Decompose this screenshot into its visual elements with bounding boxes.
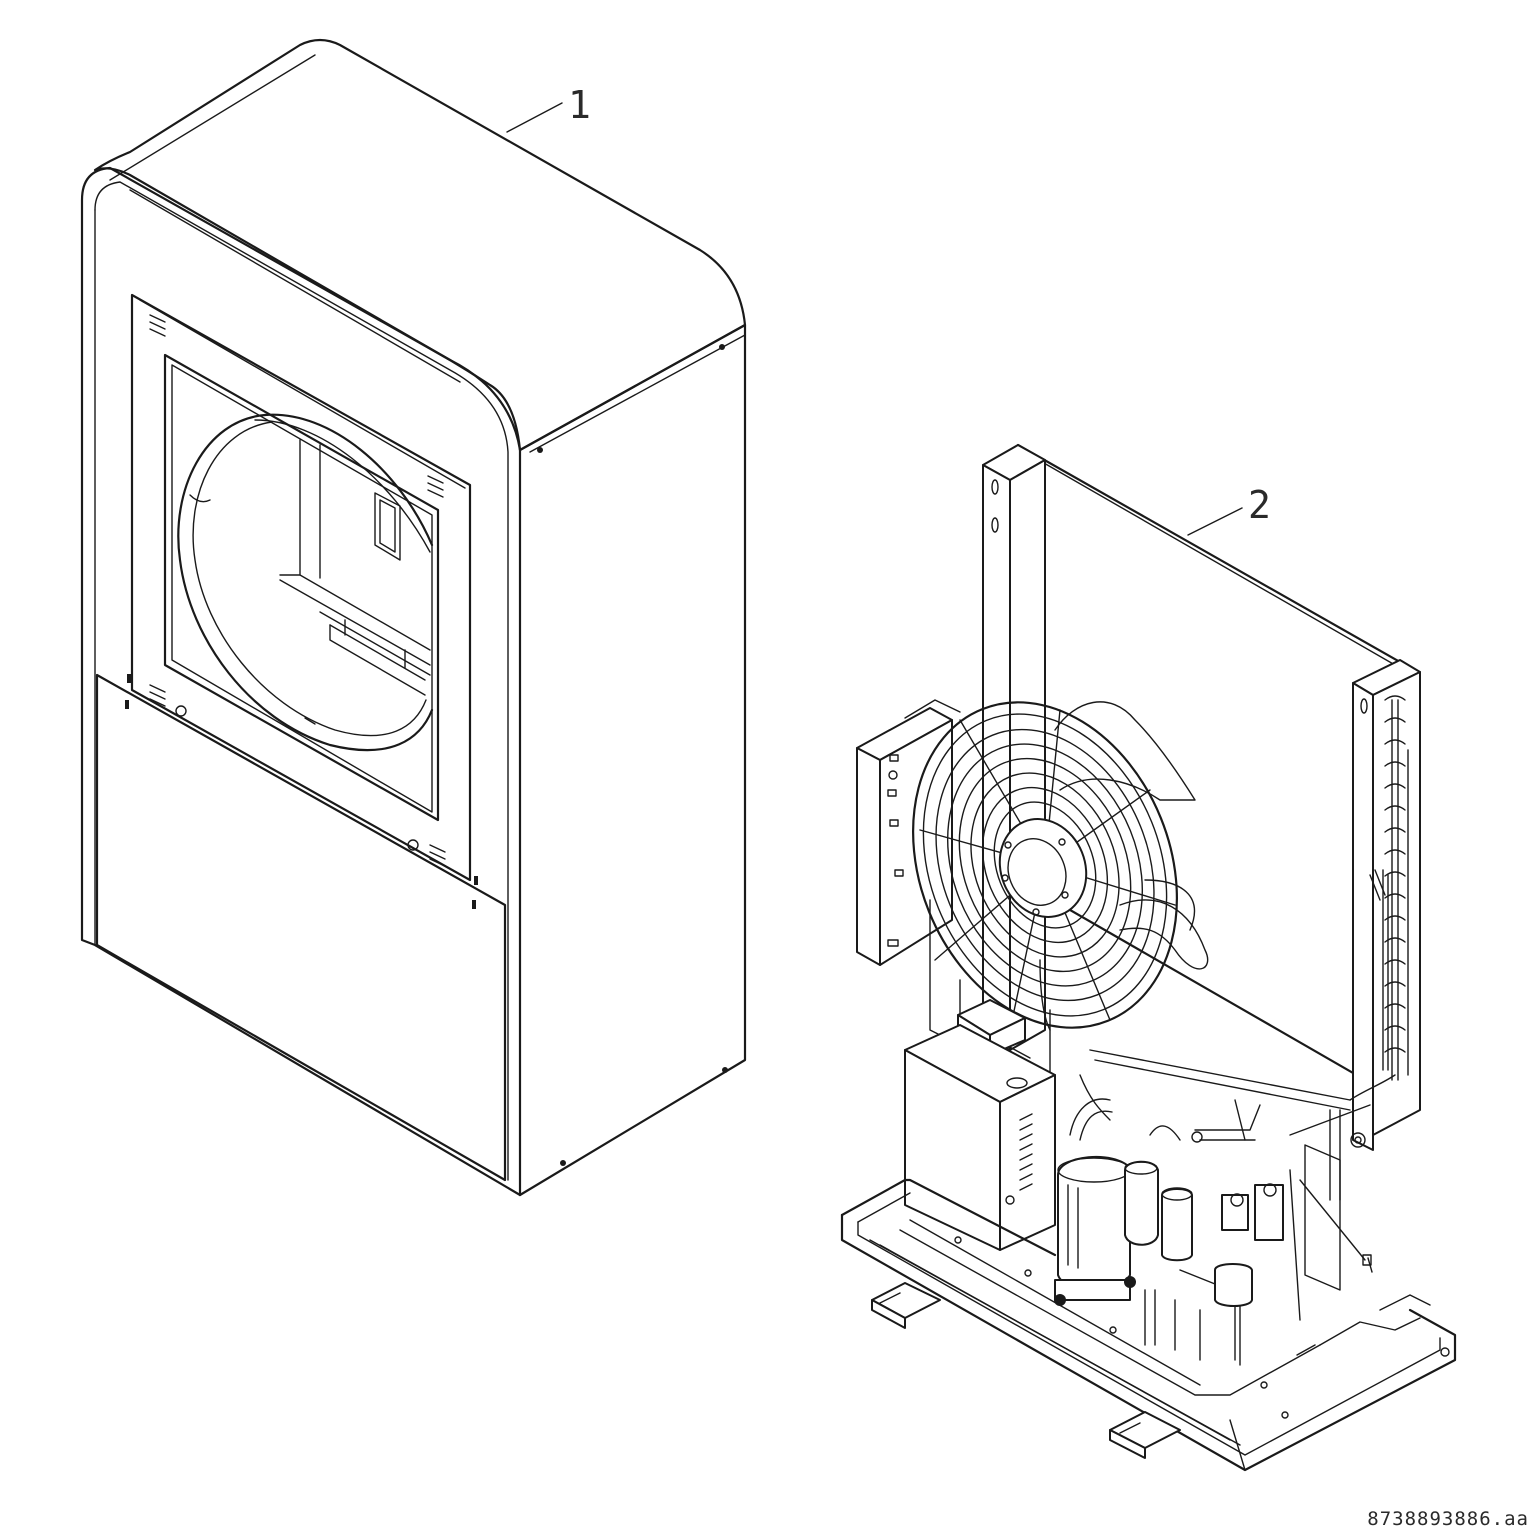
callout-2: 2 <box>1187 483 1271 536</box>
base-tray <box>840 1178 1457 1472</box>
callout-2-label: 2 <box>1248 483 1271 527</box>
coil-u-bends <box>1382 695 1409 1081</box>
callout-1: 1 <box>506 83 591 133</box>
compressor <box>1054 1098 1159 1306</box>
drawing-reference-number: 8738893886.aa <box>1367 1508 1529 1530</box>
fan-assembly <box>912 701 1209 1031</box>
outer-casing <box>80 38 747 1197</box>
callout-1-label: 1 <box>568 83 591 127</box>
electrical-box <box>904 1024 1056 1251</box>
internal-unit <box>840 443 1457 1472</box>
refrigerant-piping <box>1079 1049 1396 1366</box>
